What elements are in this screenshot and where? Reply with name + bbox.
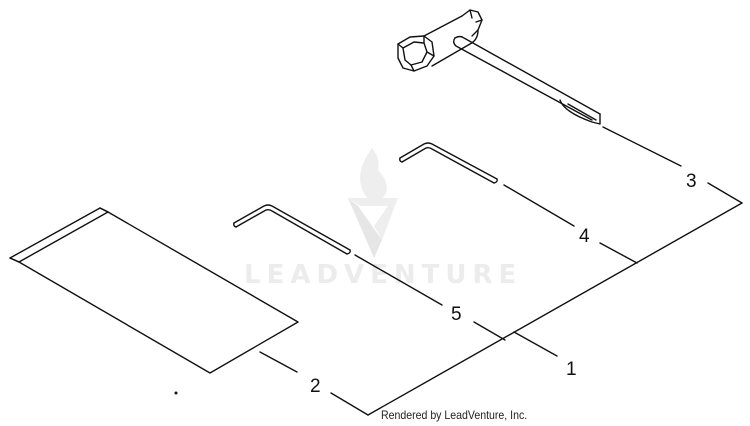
hex-key-large-drawing (233, 204, 351, 255)
callout-2[interactable]: 2 (310, 376, 321, 397)
manual-sheet-drawing (9, 207, 299, 374)
hex-key-small-drawing (399, 142, 498, 184)
watermark-brand-text: LEADVENTURE (244, 260, 523, 290)
rendered-by-footer: Rendered by LeadVenture, Inc. (381, 408, 528, 422)
callout-5[interactable]: 5 (451, 304, 462, 325)
callout-4[interactable]: 4 (579, 226, 590, 247)
t-socket-wrench-drawing (397, 9, 601, 125)
callout-1[interactable]: 1 (566, 359, 577, 380)
callout-3[interactable]: 3 (686, 171, 697, 192)
leader-lines (259, 126, 743, 416)
